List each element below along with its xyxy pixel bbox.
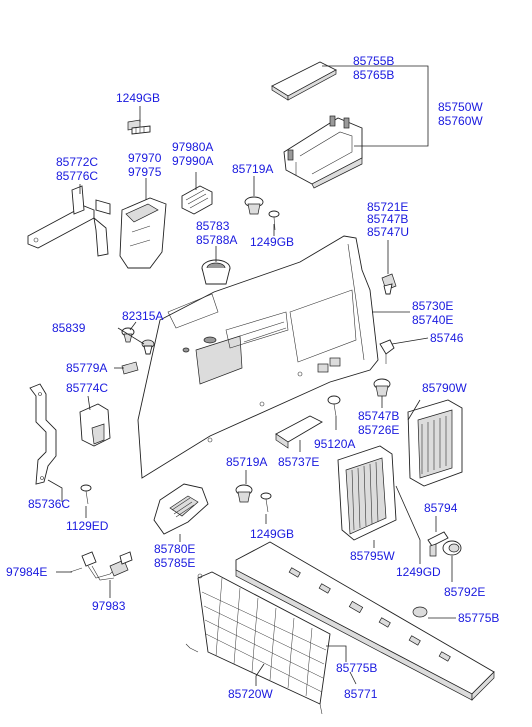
label-85719a-upper: 85719A [232,162,273,176]
clip-85721e-drawing [381,273,397,295]
leader-lines [47,65,456,686]
label-97975: 97975 [128,165,162,179]
label-1249gb-middle: 1249GB [250,235,294,249]
label-85737e: 85737E [278,455,319,469]
part-labels: 85755B 85765B 85750W 85760W 1249GB 97980… [6,54,499,701]
screw-1249gb-top-drawing [127,119,151,135]
label-85792e: 85792E [444,585,485,599]
label-85721e: 85721E [367,200,408,214]
bracket-85772c-drawing [27,185,111,257]
label-85750w: 85750W [438,100,483,114]
label-85746: 85746 [430,331,464,345]
label-85772c: 85772C [56,155,98,169]
cover-lid-drawing [271,61,337,101]
bracket-85736c-drawing [29,383,57,485]
label-85795w: 85795W [350,549,395,563]
label-95120a: 95120A [314,437,355,451]
label-85780e: 85780E [154,542,195,556]
screw-1249gb-lower-drawing [260,492,272,513]
label-85736c: 85736C [28,497,70,511]
label-85771: 85771 [344,687,378,701]
clip-85719a-lower-drawing [235,484,253,503]
plug-85747b-drawing [373,378,391,397]
label-85774c: 85774C [66,381,108,395]
clip-85746-drawing [379,339,395,364]
label-82315a: 82315A [122,309,163,323]
label-97983: 97983 [92,599,126,613]
label-85783: 85783 [196,219,230,233]
label-85730e: 85730E [412,299,453,313]
label-97990a: 97990A [172,154,213,168]
label-85794: 85794 [424,501,458,515]
label-85788a: 85788A [196,233,237,247]
pad-97980a-drawing [181,185,213,215]
label-85755b: 85755B [353,54,394,68]
floor-trim-plate-drawing [235,541,495,701]
quarter-trim-panel-drawing [137,235,379,479]
label-85760w: 85760W [438,114,483,128]
label-85776c: 85776C [56,169,98,183]
cover-85737e-drawing [275,415,323,449]
label-85740e: 85740E [412,313,453,327]
label-85726e: 85726E [358,423,399,437]
label-1129ed: 1129ED [66,519,109,533]
cargo-net-drawing [185,571,331,715]
fastener-82315a-drawing [121,327,135,343]
label-85775b-right: 85775B [458,611,499,625]
lever-85794-drawing [427,531,449,557]
speaker-cover-85795w-drawing [337,445,397,541]
label-85747u: 85747U [367,225,409,239]
label-97980a: 97980A [172,140,213,154]
label-85785e: 85785E [154,556,195,570]
screw-1249gb-middle-drawing [268,210,280,231]
storage-box-drawing [283,115,363,189]
label-85720w: 85720W [228,687,273,701]
cup-holder-drawing [201,259,231,285]
grille-85790w-drawing [407,399,463,487]
label-85719a-lower: 85719A [226,455,267,469]
label-85779a: 85779A [66,361,107,375]
label-85747b-lower: 85747B [358,409,399,423]
connector-97983-drawing [69,551,133,581]
clip-85719a-upper-drawing [244,196,264,215]
bracket-85774c-drawing [79,403,111,447]
screw-1129ed-drawing [80,484,92,505]
clip-85775b-drawing [412,606,428,618]
speaker-grille-85780e-drawing [153,483,209,535]
label-85839: 85839 [52,321,86,335]
label-1249gb-lower: 1249GB [250,527,294,541]
label-85775b-bottom: 85775B [336,661,377,675]
label-1249gb-top: 1249GB [116,91,160,105]
fastener-85839-drawing [141,339,155,355]
label-97970: 97970 [128,151,162,165]
clip-85779a-drawing [121,361,139,375]
knob-85792e-drawing [442,540,462,556]
label-85790w: 85790W [422,381,467,395]
cushion-97970-drawing [119,197,167,269]
label-85747b-upper: 85747B [367,212,408,226]
bolt-95120a-drawing [327,395,341,417]
label-1249gd: 1249GD [396,565,441,579]
label-97984e: 97984E [6,565,47,579]
label-85765b: 85765B [353,68,394,82]
